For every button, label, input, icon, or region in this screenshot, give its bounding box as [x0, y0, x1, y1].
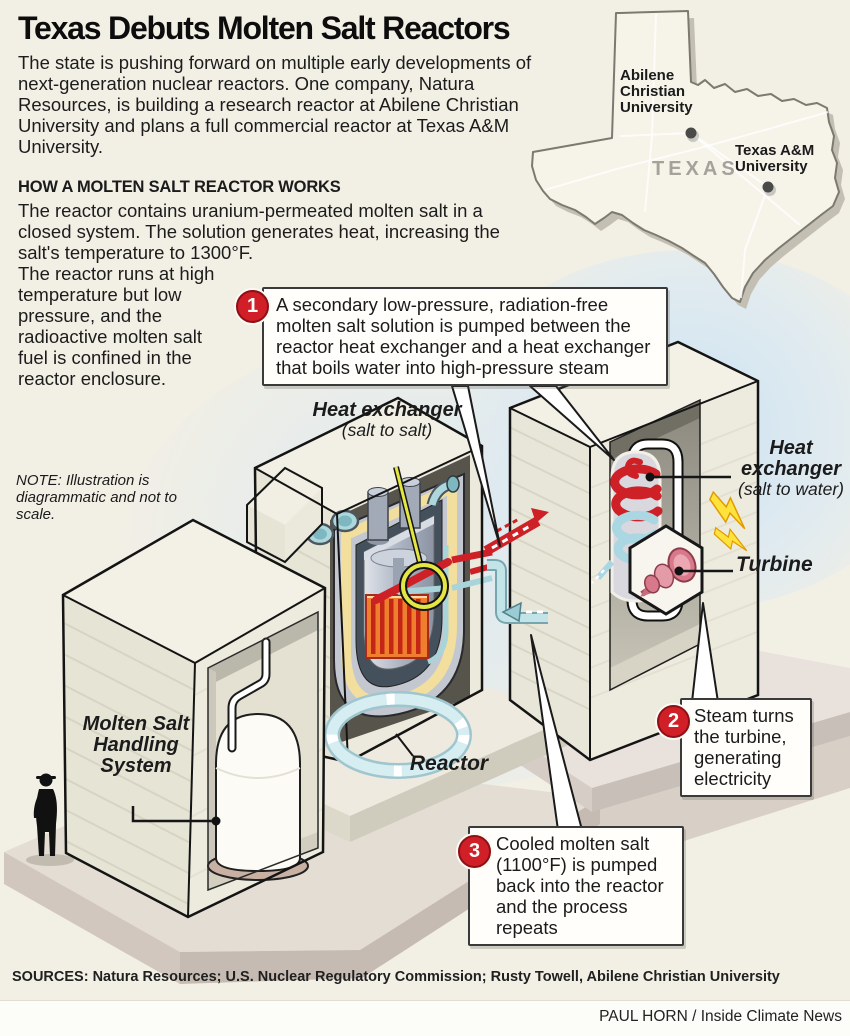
sources-line: SOURCES: Natura Resources; U.S. Nuclear … [12, 969, 780, 985]
reactor-base-ring [324, 691, 472, 779]
section-heading: HOW A MOLTEN SALT REACTOR WORKS [18, 178, 341, 196]
callout-1-number: 1 [236, 290, 269, 323]
callout-2-number: 2 [657, 705, 690, 738]
label-pointers [131, 466, 733, 826]
credit-strip [0, 1000, 850, 1036]
credit-line: PAUL HORN / Inside Climate News [599, 1008, 842, 1025]
label-hx-salt-water-main: Heat exchanger [740, 437, 842, 480]
page-title: Texas Debuts Molten Salt Reactors [18, 10, 511, 46]
callout-1-text: A secondary low-pressure, radiation-free… [276, 294, 651, 378]
label-hx-salt-salt: Heat exchanger (salt to salt) [312, 400, 462, 440]
map-label-texas-am: Texas A&M University [735, 142, 815, 175]
transfer-pipes [483, 508, 549, 624]
callout-3: 3 Cooled molten salt (1100°F) is pumped … [458, 826, 684, 946]
label-handling-system: Molten Salt Handling System [82, 713, 190, 777]
how-it-works-paragraph-1: The reactor contains uranium-permeated m… [18, 200, 500, 263]
callout-1: 1 A secondary low-pressure, radiation-fr… [236, 287, 668, 386]
reactor-vessel [333, 472, 493, 718]
texas-map [531, 10, 845, 309]
callout-2-text: Steam turns the turbine, generating elec… [694, 705, 794, 789]
callout-tails [451, 385, 719, 831]
note-text: NOTE: Illustration is diagrammatic and n… [16, 472, 177, 523]
callout-3-number: 3 [458, 835, 491, 868]
label-turbine: Turbine [736, 553, 813, 576]
cooled-salt-arrow-icon [501, 601, 522, 623]
how-it-works-paragraph-2: The reactor runs at high temperature but… [18, 263, 215, 389]
map-roads [544, 13, 829, 299]
annex-block [246, 466, 323, 564]
callout-2: 2 Steam turns the turbine, generating el… [657, 698, 812, 797]
label-hx-salt-salt-main: Heat exchanger [312, 399, 462, 421]
label-hx-salt-water-sub: (salt to water) [738, 479, 844, 499]
person-silhouette [26, 773, 74, 866]
salt-tank [207, 637, 309, 881]
label-hx-salt-water: Heat exchanger (salt to water) [734, 438, 848, 499]
map-label-texas: TEXAS [652, 158, 739, 180]
handling-system-building [61, 518, 327, 919]
intro-paragraph: The state is pushing forward on multiple… [18, 52, 532, 157]
callout-3-text: Cooled molten salt (1100°F) is pumped ba… [496, 833, 664, 938]
label-reactor: Reactor [409, 752, 489, 775]
label-hx-salt-salt-sub: (salt to salt) [341, 420, 433, 440]
map-dot-texas-am [762, 181, 774, 193]
hot-salt-arrow-icon [531, 508, 549, 523]
map-label-abilene: Abilene Christian University [620, 67, 693, 116]
map-dot-abilene [685, 127, 697, 139]
